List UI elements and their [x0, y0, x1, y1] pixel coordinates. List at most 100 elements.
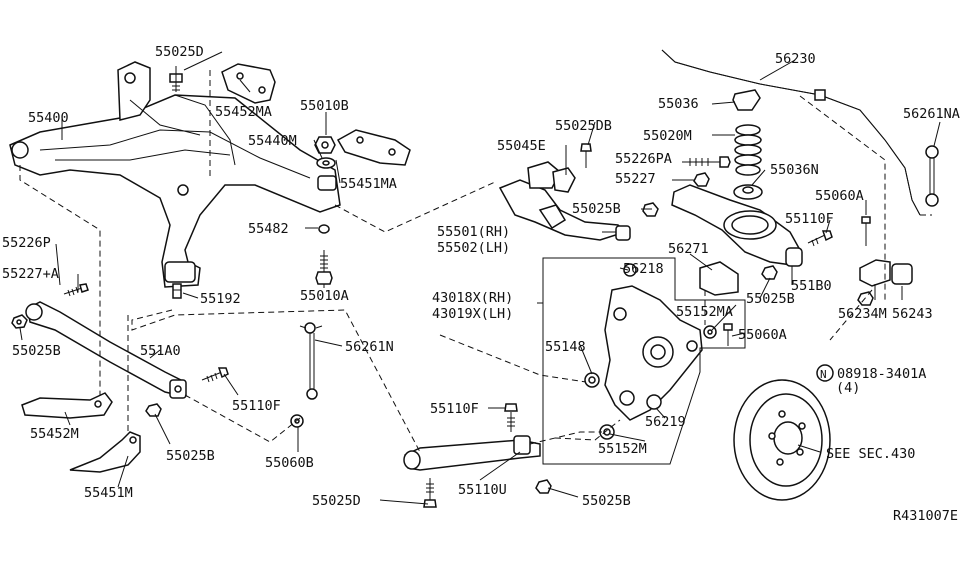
- bracket-55452M: [21, 392, 113, 419]
- nut-55025B-left: [11, 314, 28, 329]
- upper-arm-55501: [498, 161, 631, 241]
- nut-55025B-bottom: [535, 479, 552, 494]
- washer-55482: [318, 224, 330, 234]
- nut-55010B: [314, 136, 336, 154]
- label-55451MA: 55451MA: [340, 176, 397, 192]
- bracket-55452MA: [221, 63, 276, 104]
- lateral-link-551A0: [25, 301, 187, 399]
- bolt-55192: [172, 283, 182, 299]
- label-551A0: 551A0: [140, 343, 181, 359]
- bracket-55451MA: [336, 129, 411, 166]
- nut-55227: [693, 172, 710, 187]
- bolt-55110F-left: [201, 367, 229, 383]
- dashed-guide-lines: [19, 70, 932, 453]
- label-55502: 55502(LH): [437, 240, 510, 256]
- label-55060A-right: 55060A: [815, 188, 864, 204]
- spring-seat-55036: [732, 89, 761, 111]
- label-55025B-left: 55025B: [12, 343, 61, 359]
- stabilizer-link-56261NA: [925, 145, 939, 207]
- label-55045E: 55045E: [497, 138, 546, 154]
- label-56261N: 56261N: [345, 339, 394, 355]
- label-55060A-mid: 55060A: [738, 327, 787, 343]
- label-55025B-lower: 55025B: [166, 448, 215, 464]
- label-55452M: 55452M: [30, 426, 79, 442]
- label-08918-circle: N: [820, 368, 827, 381]
- label-55110F-right: 55110F: [785, 211, 834, 227]
- brake-disc: [733, 379, 831, 501]
- label-55226P: 55226P: [2, 235, 51, 251]
- stabilizer-bar-56230: [661, 49, 921, 216]
- bolt-55025D-top: [169, 66, 183, 92]
- label-55152MA: 55152MA: [676, 304, 733, 320]
- bolt-55110F-mid: [504, 403, 518, 432]
- label-56234M: 56234M: [838, 306, 887, 322]
- seat-55036N: [733, 184, 763, 200]
- stabilizer-link-56261N: [299, 322, 323, 400]
- bushing-56243: [891, 263, 913, 285]
- label-55400: 55400: [28, 110, 69, 126]
- label-55025D-bottom: 55025D: [312, 493, 361, 509]
- label-see-sec: SEE SEC.430: [826, 446, 915, 462]
- label-43018X: 43018X(RH): [432, 290, 513, 306]
- label-55025DB: 55025DB: [555, 118, 612, 134]
- label-56230: 56230: [775, 51, 816, 67]
- label-56271: 56271: [668, 241, 709, 257]
- label-56219: 56219: [645, 414, 686, 430]
- nut-55025B-right: [761, 265, 778, 280]
- label-55060B: 55060B: [265, 455, 314, 471]
- bushing-55152M: [599, 424, 615, 440]
- label-55451M: 55451M: [84, 485, 133, 501]
- bolt-55010A: [315, 250, 333, 285]
- bolt-55110F-right: [807, 230, 833, 247]
- nut-55025B-lower: [145, 403, 162, 417]
- lower-link-55110U: [403, 435, 541, 471]
- label-55226PA: 55226PA: [615, 151, 672, 167]
- label-55227: 55227: [615, 171, 656, 187]
- spring-55020M: [734, 124, 762, 176]
- label-55110F-left: 55110F: [232, 398, 281, 414]
- washer-55440M: [316, 157, 336, 169]
- label-56218: 56218: [623, 261, 664, 277]
- clamp-56234M: [859, 259, 891, 287]
- lower-arm-551B0: [671, 184, 803, 267]
- label-08918: 08918-3401A: [837, 366, 926, 382]
- label-08918-qty: (4): [836, 380, 860, 396]
- label-55227A: 55227+A: [2, 266, 59, 282]
- label-55025D-top: 55025D: [155, 44, 204, 60]
- bolt-55060A-right: [861, 216, 871, 246]
- label-55152M: 55152M: [598, 441, 647, 457]
- label-43019X: 43019X(LH): [432, 306, 513, 322]
- n-circle-icon: [816, 364, 834, 382]
- bolt-55060A-mid: [723, 323, 733, 346]
- label-55110U: 55110U: [458, 482, 507, 498]
- label-55501: 55501(RH): [437, 224, 510, 240]
- bolt-55227A: [63, 283, 89, 297]
- label-55148: 55148: [545, 339, 586, 355]
- leader-lines: [19, 51, 941, 505]
- bolt-55025DB: [580, 143, 592, 168]
- label-55010B: 55010B: [300, 98, 349, 114]
- label-ref-code: R431007E: [893, 508, 958, 524]
- label-551B0: 551B0: [791, 278, 832, 294]
- bolt-55025D-bottom: [423, 478, 437, 508]
- label-55036: 55036: [658, 96, 699, 112]
- label-56261NA: 56261NA: [903, 106, 960, 122]
- label-55010A: 55010A: [300, 288, 349, 304]
- label-55025B-bottom: 55025B: [582, 493, 631, 509]
- label-55025B-mid: 55025B: [572, 201, 621, 217]
- bushing-55148: [584, 372, 600, 388]
- label-55440M: 55440M: [248, 133, 297, 149]
- label-56243: 56243: [892, 306, 933, 322]
- label-55452MA: 55452MA: [215, 104, 272, 120]
- knuckle-43018X: [604, 285, 703, 421]
- knuckle-group-box: [542, 257, 746, 465]
- label-55110F-mid: 55110F: [430, 401, 479, 417]
- label-55036N: 55036N: [770, 162, 819, 178]
- label-55025B-right: 55025B: [746, 291, 795, 307]
- label-55192: 55192: [200, 291, 241, 307]
- bracket-55451M: [69, 431, 141, 473]
- subframe-55400: [9, 61, 341, 288]
- callout-labels: 55025D 55452MA 55400 55010B 55440M 55451…: [2, 44, 960, 524]
- label-55020M: 55020M: [643, 128, 692, 144]
